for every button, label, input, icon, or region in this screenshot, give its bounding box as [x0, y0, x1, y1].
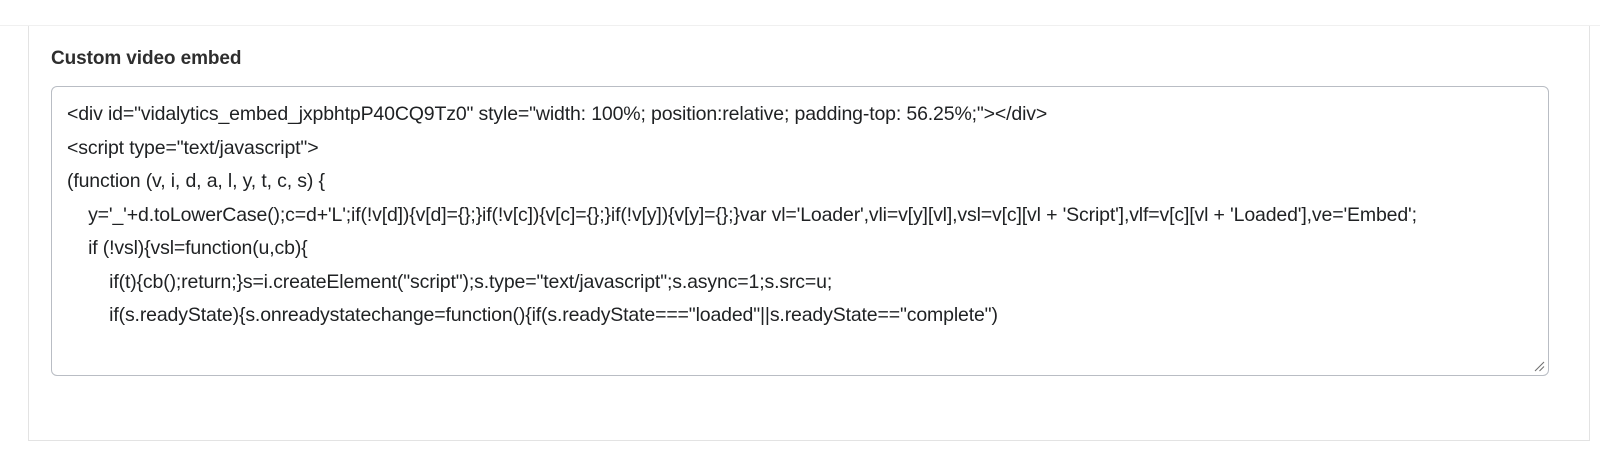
- custom-video-embed-textarea[interactable]: <div id="vidalytics_embed_jxpbhtpP40CQ9T…: [51, 86, 1549, 376]
- resize-grip-icon[interactable]: [1531, 358, 1545, 372]
- settings-card: Custom video embed <div id="vidalytics_e…: [28, 26, 1590, 441]
- custom-video-embed-code[interactable]: <div id="vidalytics_embed_jxpbhtpP40CQ9T…: [67, 103, 1417, 326]
- custom-video-embed-field-group: Custom video embed <div id="vidalytics_e…: [51, 46, 1567, 376]
- custom-video-embed-label: Custom video embed: [51, 48, 242, 69]
- top-divider: [0, 25, 1600, 26]
